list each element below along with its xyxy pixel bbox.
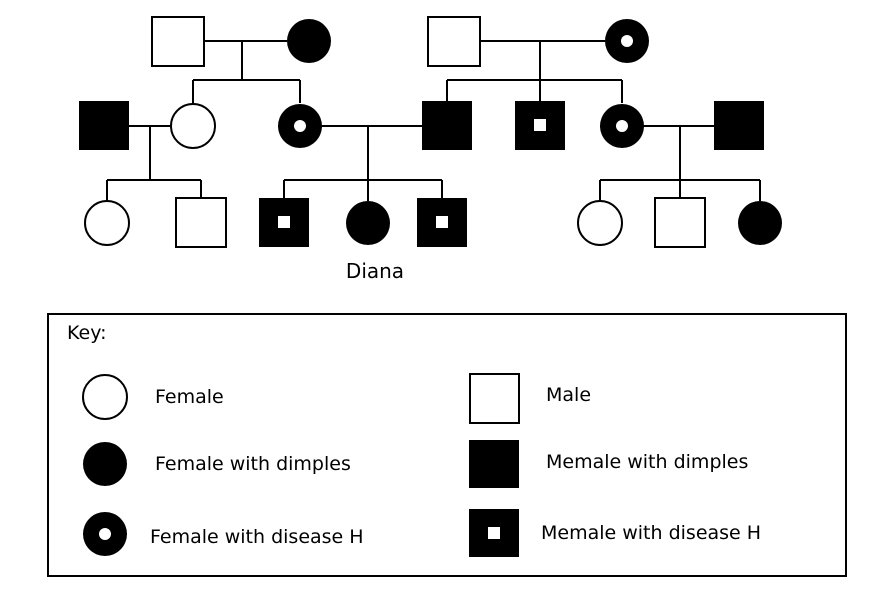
gen3-right-female bbox=[577, 200, 623, 246]
gen2-male-dimples-right bbox=[714, 101, 764, 150]
gen3-middle-male-disease-1 bbox=[259, 198, 309, 247]
gen1-left-mother bbox=[287, 19, 331, 63]
key-male-disease-symbol bbox=[469, 509, 519, 557]
gen1-left-father bbox=[151, 16, 205, 67]
gen3-diana bbox=[346, 201, 390, 245]
gen2-male-dimples-left bbox=[79, 101, 129, 150]
key-female-symbol bbox=[82, 374, 128, 420]
key-male-dimples-label: Memale with dimples bbox=[546, 451, 748, 473]
gen2-male-dimples-middle bbox=[422, 101, 472, 150]
key-male-label: Male bbox=[546, 384, 591, 406]
key-male-dimples-symbol bbox=[469, 440, 519, 488]
gen1-right-mother bbox=[605, 19, 649, 63]
key-female-disease-symbol bbox=[83, 512, 127, 556]
key-female-dimples-symbol bbox=[83, 442, 127, 486]
gen2-male-disease bbox=[515, 101, 565, 150]
key-female-dimples-label: Female with dimples bbox=[155, 453, 351, 475]
gen3-right-male bbox=[654, 197, 706, 248]
gen3-right-female-dimples bbox=[738, 201, 782, 245]
key-title: Key: bbox=[67, 322, 106, 344]
gen3-left-female bbox=[84, 200, 130, 246]
gen2-female-disease-right bbox=[600, 104, 644, 148]
gen2-female-disease-middle bbox=[278, 104, 322, 148]
key-female-disease-label: Female with disease H bbox=[150, 526, 364, 548]
key-male-disease-label: Memale with disease H bbox=[541, 522, 761, 544]
gen3-left-male bbox=[175, 197, 227, 248]
gen2-female-left bbox=[170, 103, 216, 149]
gen3-middle-male-disease-2 bbox=[417, 198, 467, 247]
gen1-right-father bbox=[427, 16, 481, 67]
diana-label: Diana bbox=[346, 259, 404, 283]
key-female-label: Female bbox=[155, 386, 224, 408]
key-male-symbol bbox=[469, 373, 520, 424]
key-box bbox=[47, 313, 847, 577]
